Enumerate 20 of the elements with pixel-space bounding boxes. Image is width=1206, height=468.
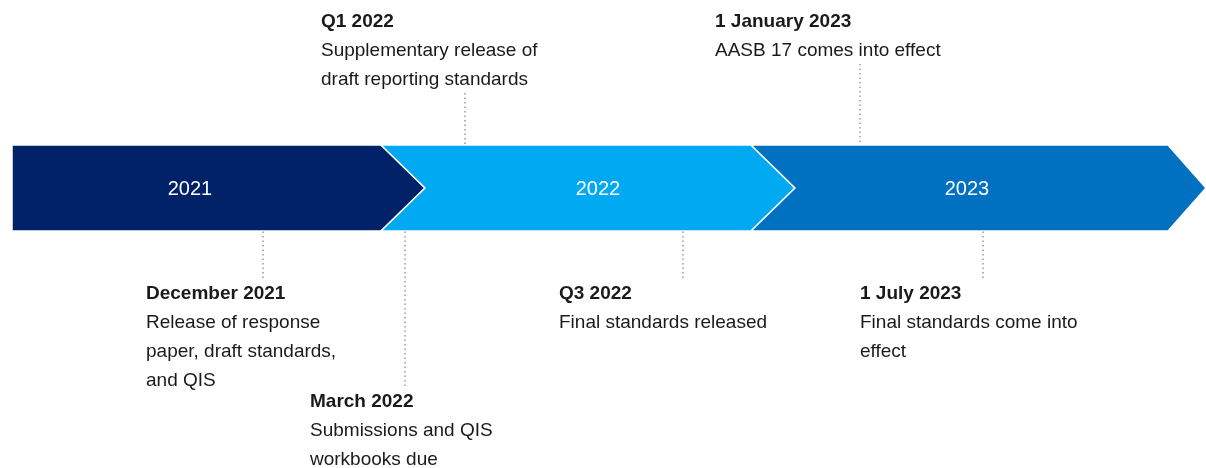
event-description: Supplementary release of draft reporting standards — [321, 38, 539, 91]
year-label: 2023 — [944, 176, 990, 200]
event-date: December 2021 — [146, 281, 287, 305]
event-description: Final standards come into effect — [860, 310, 1079, 363]
year-label: 2022 — [575, 176, 621, 200]
event-date: Q1 2022 — [321, 9, 395, 33]
leader-line — [682, 230, 684, 279]
leader-line — [464, 92, 466, 146]
event-date: Q3 2022 — [559, 281, 633, 305]
leader-line — [262, 230, 264, 279]
event-description: AASB 17 comes into effect — [715, 38, 942, 62]
event-description: Release of response paper, draft standards, and QIS — [146, 310, 338, 392]
event-date: 1 January 2023 — [715, 9, 853, 33]
event-date: 1 July 2023 — [860, 281, 963, 305]
event-description: Final standards released — [559, 310, 769, 334]
leader-line — [404, 230, 406, 387]
year-label: 2021 — [167, 176, 213, 200]
leader-line — [982, 230, 984, 279]
event-date: March 2022 — [310, 389, 415, 413]
event-description: Submissions and QIS workbooks due — [310, 418, 494, 468]
